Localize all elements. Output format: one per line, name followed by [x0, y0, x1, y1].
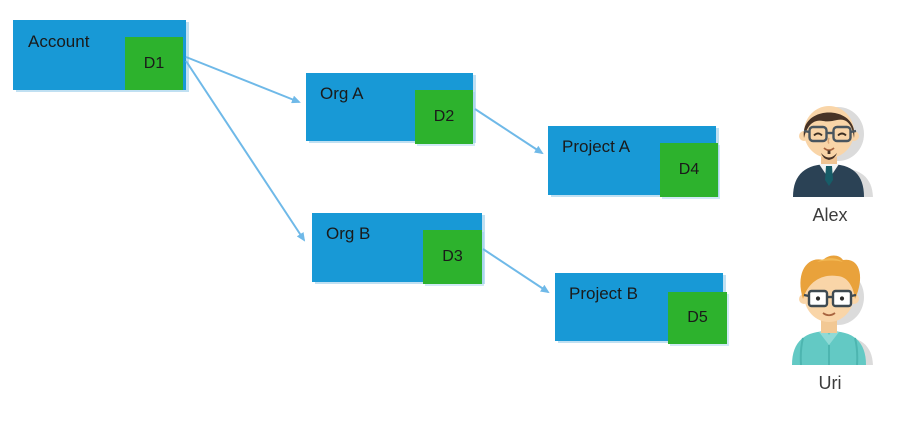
- doc-d4-label: D4: [678, 161, 700, 178]
- node-project-a-label: Project A: [562, 137, 631, 156]
- user-uri-name: Uri: [818, 373, 842, 393]
- node-account-label: Account: [28, 32, 90, 51]
- node-project-b-label: Project B: [569, 284, 638, 303]
- doc-badge-d2: D2: [415, 90, 473, 144]
- doc-badge-d3: D3: [423, 230, 482, 284]
- edge-d1-to-org-b: [185, 60, 306, 242]
- user-uri: Uri: [783, 253, 877, 394]
- node-org-b-label: Org B: [326, 224, 371, 243]
- doc-badge-d5: D5: [668, 292, 727, 344]
- avatar-uri-icon: [792, 255, 873, 365]
- node-project-b: Project B D5: [555, 273, 727, 344]
- doc-d1-label: D1: [143, 54, 165, 72]
- user-alex-name: Alex: [812, 205, 848, 225]
- edge-d1-to-org-a: [185, 56, 301, 104]
- user-alex: Alex: [783, 92, 877, 226]
- edge-d3-to-project-b: [482, 248, 550, 294]
- node-project-a: Project A D4: [548, 126, 718, 197]
- edge-d2-to-project-a: [474, 108, 544, 155]
- doc-badge-d1: D1: [125, 37, 183, 90]
- doc-d5-label: D5: [687, 309, 708, 326]
- node-org-b: Org B D3: [312, 213, 482, 284]
- avatar-alex-icon: [793, 106, 873, 197]
- doc-d3-label: D3: [442, 248, 463, 265]
- doc-d2-label: D2: [433, 108, 455, 125]
- node-org-a-label: Org A: [320, 84, 364, 103]
- node-org-a: Org A D2: [306, 73, 473, 144]
- doc-badge-d4: D4: [660, 143, 718, 197]
- node-account: Account D1: [13, 20, 186, 90]
